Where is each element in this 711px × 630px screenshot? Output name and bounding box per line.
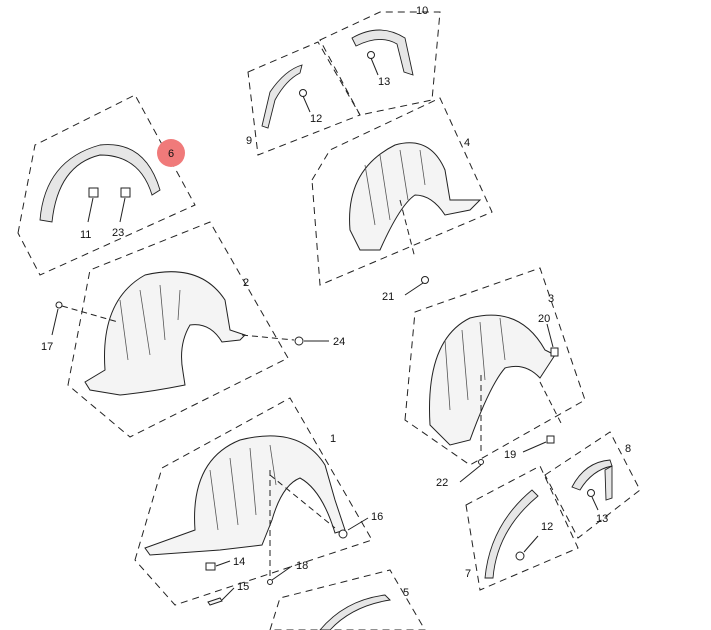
group-8: 8 13 — [544, 431, 641, 539]
clip-19-icon[interactable] — [546, 435, 555, 444]
group-10-frame — [319, 11, 441, 116]
callout-4: 4 — [464, 137, 470, 149]
group-7-frame — [465, 465, 579, 591]
group-4-frame — [311, 97, 493, 286]
group-5-frame — [269, 569, 426, 630]
leader-13b — [591, 496, 599, 511]
callout-3: 3 — [548, 293, 554, 305]
liner-ribs-3 — [444, 317, 506, 411]
group-5: 5 — [269, 569, 426, 630]
clip-23-icon[interactable] — [120, 187, 131, 198]
liner-ribs-4 — [364, 149, 426, 226]
callout-13a: 13 — [378, 76, 390, 88]
nut-13b-icon[interactable] — [587, 489, 595, 497]
leader-16 — [347, 517, 369, 531]
leader-23 — [119, 197, 126, 223]
wheel-liner-rear-upper[interactable] — [349, 142, 482, 251]
callout-15: 15 — [237, 581, 249, 593]
group-6-frame — [17, 94, 196, 276]
group-2: 2 17 24 — [41, 221, 345, 438]
leader-17 — [51, 308, 59, 336]
leader-12b — [523, 535, 539, 553]
nut-16-icon[interactable] — [338, 529, 348, 539]
leader-13a — [370, 57, 379, 76]
screw-22-icon[interactable] — [478, 459, 484, 465]
callout-11: 11 — [80, 229, 91, 241]
clip-14-icon[interactable] — [205, 562, 216, 571]
callout-16: 16 — [371, 511, 383, 523]
callout-13b: 13 — [596, 513, 608, 525]
wheel-arch-trim-partial[interactable] — [319, 594, 391, 630]
group-4: 4 21 — [311, 97, 493, 303]
leader-15 — [221, 587, 235, 601]
leader-14 — [215, 560, 231, 567]
group-10: 10 13 — [319, 5, 441, 116]
callout-22: 22 — [436, 477, 448, 489]
leader-19 — [522, 441, 547, 453]
trim-flange-8 — [604, 465, 613, 501]
callout-12b: 12 — [541, 521, 553, 533]
callout-14: 14 — [233, 556, 245, 568]
callout-7: 7 — [465, 568, 471, 580]
callout-24: 24 — [333, 336, 345, 348]
group-6: 11 23 6 — [17, 94, 196, 276]
leader-12a — [302, 95, 311, 113]
wheel-arch-trim-front[interactable] — [39, 144, 161, 223]
callout-17: 17 — [41, 341, 53, 353]
callout-12a: 12 — [310, 113, 322, 125]
leader-20 — [546, 323, 554, 348]
nut-12a-icon[interactable] — [299, 89, 307, 97]
callout-10: 10 — [416, 5, 428, 17]
highlight-marker[interactable] — [157, 139, 185, 167]
group-1: 1 16 14 18 15 — [134, 397, 383, 606]
leader-19-dash — [539, 381, 563, 426]
callout-9: 9 — [246, 135, 252, 147]
callout-5: 5 — [403, 587, 409, 599]
group-7: 12 7 — [465, 465, 579, 591]
washer-24-icon[interactable] — [294, 336, 304, 346]
leader-24-dash — [241, 334, 295, 341]
leader-16-dash — [269, 474, 336, 529]
leader-21 — [404, 282, 424, 296]
callout-21: 21 — [382, 291, 394, 303]
trim-strip[interactable] — [484, 489, 539, 579]
liner-ribs-2 — [119, 284, 181, 361]
group-8-frame — [544, 431, 641, 539]
callout-19: 19 — [504, 449, 516, 461]
group-2-frame — [67, 221, 289, 438]
wheel-liner-rear-lower[interactable] — [429, 314, 556, 446]
screw-18-icon[interactable] — [267, 579, 273, 585]
nut-13a-icon[interactable] — [367, 51, 375, 59]
group-9: 9 12 — [246, 41, 361, 156]
leader-11 — [87, 197, 94, 223]
callout-18: 18 — [296, 560, 308, 572]
wheel-liner-front-lower[interactable] — [144, 435, 346, 556]
group-3: 3 20 19 22 — [404, 267, 586, 489]
wheel-liner-front-upper[interactable] — [84, 271, 246, 396]
clip-20-icon[interactable] — [550, 347, 559, 357]
pin-15-icon[interactable] — [207, 597, 223, 606]
highlight-label: 6 — [168, 148, 174, 160]
leader-22 — [459, 464, 482, 483]
wheel-arch-trim-upper[interactable] — [351, 29, 414, 76]
callout-8: 8 — [625, 443, 631, 455]
clip-11-icon[interactable] — [88, 187, 99, 198]
group-3-frame — [404, 267, 586, 466]
group-9-frame — [247, 41, 361, 156]
nut-12b-icon[interactable] — [515, 551, 525, 561]
wheel-arch-trim-small[interactable] — [261, 64, 303, 129]
nut-21-icon[interactable] — [421, 276, 429, 284]
callout-1: 1 — [330, 433, 336, 445]
callout-2: 2 — [243, 277, 249, 289]
callout-20: 20 — [538, 313, 550, 325]
liner-ribs-1 — [209, 444, 277, 531]
clip-17-icon[interactable] — [55, 301, 63, 309]
leader-18 — [271, 565, 293, 581]
callout-23: 23 — [112, 227, 124, 239]
